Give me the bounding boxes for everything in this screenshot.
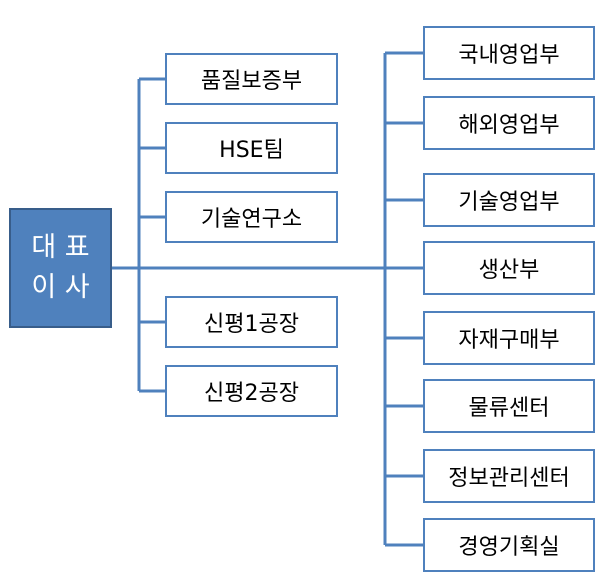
dept-box-domestic-sales: 국내영업부 (423, 26, 595, 80)
dept-box-hse-team: HSE팀 (165, 122, 338, 174)
dept-box-technical-sales: 기술영업부 (423, 173, 595, 227)
ceo-label-line1: 대 표 (31, 232, 90, 263)
dept-box-purchasing: 자재구매부 (423, 311, 595, 365)
dept-box-research-institute: 기술연구소 (165, 191, 338, 243)
dept-box-logistics-center: 물류센터 (423, 379, 595, 433)
dept-box-it-center: 정보관리센터 (423, 449, 595, 503)
dept-box-overseas-sales: 해외영업부 (423, 96, 595, 150)
dept-box-production: 생산부 (423, 241, 595, 295)
dept-box-sinpyeong-plant-2: 신평2공장 (165, 365, 338, 417)
dept-box-quality-assurance: 품질보증부 (165, 53, 338, 105)
ceo-box: 대 표 이 사 (9, 208, 112, 328)
dept-box-sinpyeong-plant-1: 신평1공장 (165, 296, 338, 348)
dept-box-management-planning: 경영기획실 (423, 518, 595, 572)
ceo-label-line2: 이 사 (31, 272, 90, 303)
